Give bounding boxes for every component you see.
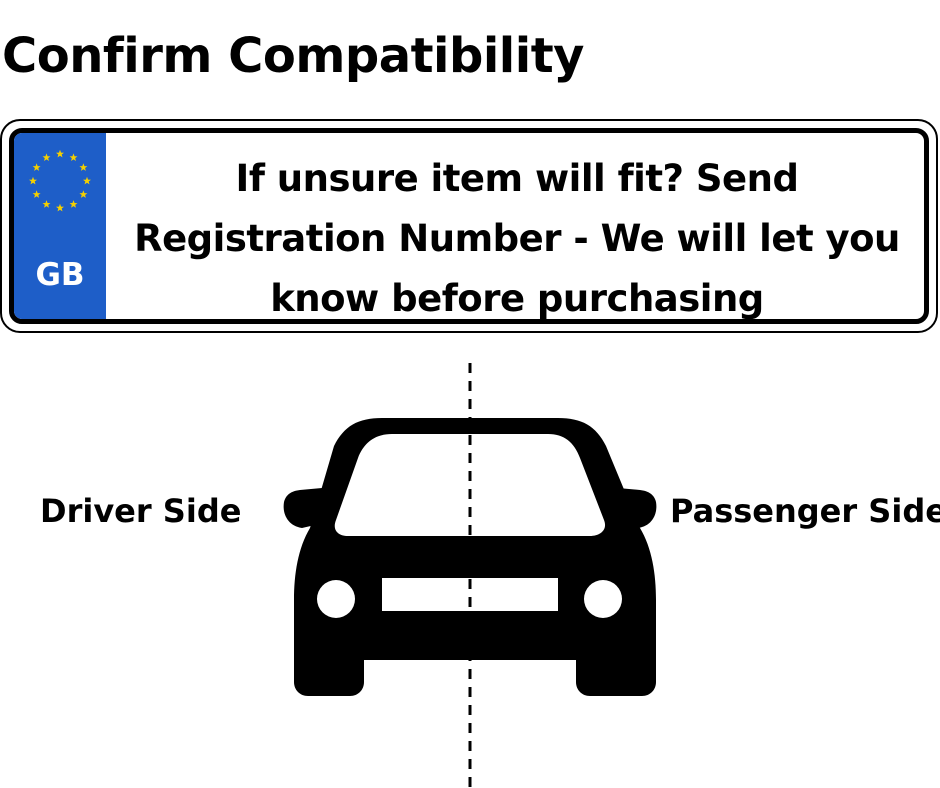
country-code: GB [35, 257, 85, 293]
registration-plate: GB If unsure item will fit? Send Registr… [0, 119, 938, 333]
star-icon [29, 176, 37, 185]
star-icon [79, 163, 88, 171]
car-front-icon [283, 418, 657, 696]
passenger-side-label: Passenger Side [670, 492, 940, 530]
star-icon [69, 153, 78, 162]
star-icon [32, 163, 41, 171]
star-icon [79, 190, 88, 198]
star-icon [69, 200, 78, 208]
plate-inner-border: GB If unsure item will fit? Send Registr… [9, 128, 929, 324]
star-icon [32, 190, 41, 198]
star-icon [56, 203, 64, 212]
star-icon [56, 149, 64, 158]
eu-stars-icon [29, 149, 91, 212]
star-icon [83, 176, 91, 185]
eu-flag-band: GB [14, 133, 106, 319]
driver-side-label: Driver Side [40, 492, 242, 530]
page-title: Confirm Compatibility [2, 28, 584, 84]
compatibility-message: If unsure item will fit? Send Registrati… [134, 157, 900, 320]
star-icon [42, 153, 51, 162]
star-icon [42, 200, 51, 208]
